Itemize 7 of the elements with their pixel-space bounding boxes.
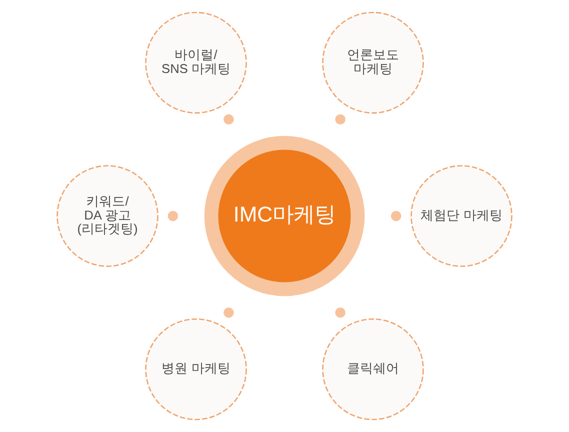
node-circle: 바이럴/ SNS 마케팅 (145, 12, 247, 114)
node-circle: 키워드/ DA 광고 (리타겟팅) (56, 165, 158, 267)
node-circle: 클릭쉐어 (322, 318, 424, 420)
node-circle: 언론보도 마케팅 (322, 12, 424, 114)
node-circle: 병원 마케팅 (145, 318, 247, 420)
node-circle: IMC마케팅 (204, 136, 365, 296)
node-circle: 체험단 마케팅 (410, 165, 512, 267)
